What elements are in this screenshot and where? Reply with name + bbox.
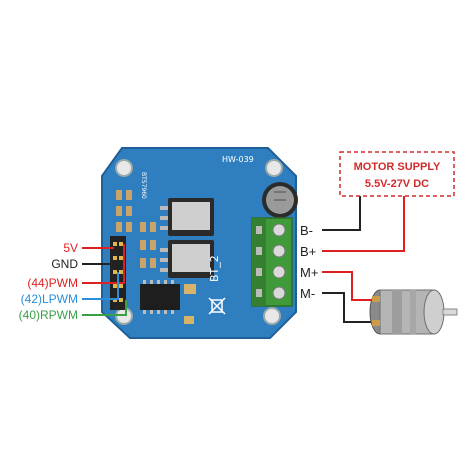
pin-label-gnd: GND [51, 257, 78, 271]
pin-label-rpwm: (40)RPWM [19, 308, 78, 322]
pin-wires [82, 244, 127, 316]
mounting-hole [265, 159, 283, 177]
wire-rpwm [82, 300, 127, 316]
terminal-screw [272, 244, 286, 258]
wire-m-plus [322, 271, 374, 301]
supply-box-border [339, 151, 455, 197]
supply-title: MOTOR SUPPLY [354, 161, 441, 173]
logic-ic [140, 280, 180, 314]
smd-capacitor [184, 284, 196, 294]
terminal-label-b-plus: B+ [300, 244, 316, 259]
driver-chip-bottom [160, 240, 214, 278]
wire-b-minus [322, 196, 361, 231]
mounting-hole [115, 159, 133, 177]
board-model-label: HW-039 [222, 155, 254, 164]
terminal-label-m-minus: M- [300, 286, 315, 301]
board-designator: BT_2 [208, 255, 221, 282]
wire-lpwm [82, 272, 119, 300]
supply-wires [322, 196, 405, 323]
terminal-screw [272, 265, 286, 279]
chip-marking: BTS7960 [140, 172, 147, 199]
wire-m-minus [322, 292, 382, 323]
terminal-label-b-minus: B- [300, 223, 313, 238]
smd-components [116, 190, 156, 268]
pin-label-5v: 5V [63, 241, 78, 255]
motor-driver-board: HW-039 BTS7960 [101, 147, 298, 339]
wire-b-plus [322, 196, 405, 252]
pin-label-lpwm: (42)LPWM [21, 292, 78, 306]
terminal-screw [272, 223, 286, 237]
mounting-hole [263, 307, 281, 325]
dc-motor [369, 289, 458, 335]
motor-supply-box: MOTOR SUPPLY 5.5V-27V DC [339, 151, 455, 197]
terminal-labels: B- B+ M+ M- [300, 223, 318, 301]
terminal-block [251, 217, 293, 307]
wire-pwm [82, 244, 125, 284]
supply-voltage: 5.5V-27V DC [365, 178, 429, 190]
smd-capacitor [184, 316, 194, 324]
driver-chip-top [160, 198, 214, 236]
terminal-screw [272, 286, 286, 300]
pin-label-pwm: (44)PWM [27, 276, 78, 290]
terminal-label-m-plus: M+ [300, 265, 318, 280]
disposal-mark-icon [208, 297, 226, 315]
pin-labels: 5V GND (44)PWM (42)LPWM (40)RPWM [19, 241, 79, 322]
electrolytic-capacitor [262, 182, 298, 218]
